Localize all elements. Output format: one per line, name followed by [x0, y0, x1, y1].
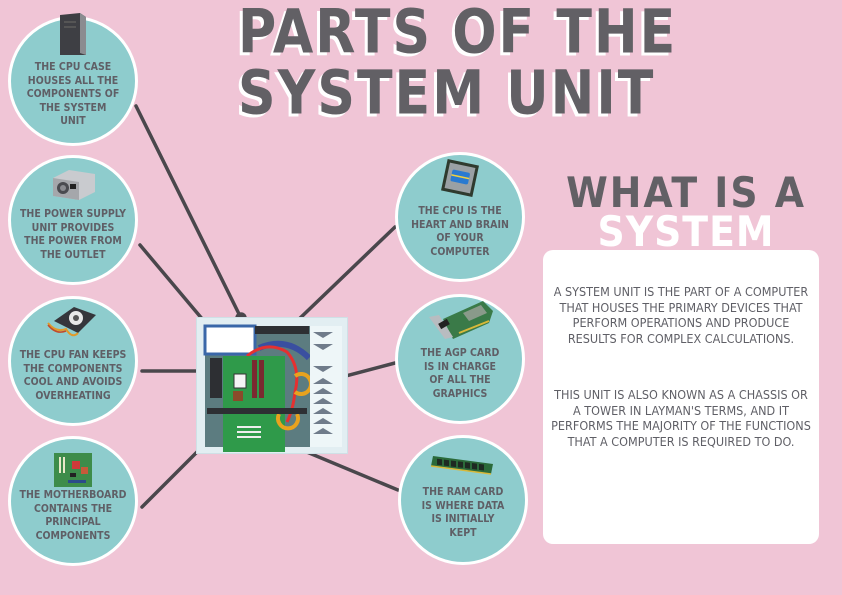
part-circle-cpu-fan: THE CPU FAN KEEPS THE COMPONENTS COOL AN… [8, 296, 138, 426]
part-circle-motherboard: THE MOTHERBOARD CONTAINS THE PRINCIPAL C… [8, 436, 138, 566]
part-caption-line: OF ALL THE [429, 374, 491, 386]
connector-cpu-case [134, 104, 243, 320]
part-caption-line: OF YOUR [436, 232, 484, 244]
page-title-line-2: SYSTEM UNIT [238, 56, 656, 129]
cpu-chip-icon [440, 159, 480, 201]
part-caption-line: THE AGP CARD [420, 347, 500, 359]
definition-paragraph-2: THIS UNIT IS ALSO KNOWN AS A CHASSIS OR … [551, 387, 811, 449]
part-caption-line: KEPT [449, 526, 477, 539]
part-caption-line: OVERHEATING [35, 389, 111, 402]
cpu-fan-icon [46, 303, 100, 347]
ram-stick-icon [430, 454, 495, 480]
part-caption-line: IS IN CHARGE [424, 360, 496, 373]
part-caption-line: UNIT [60, 115, 86, 127]
open-system-unit-illustration [196, 317, 348, 454]
part-caption-line: THE POWER FROM [24, 235, 122, 247]
part-caption-line: THE RAM CARD [422, 486, 504, 498]
graphics-card-icon [425, 299, 495, 347]
part-caption-line: THE CPU IS THE [418, 205, 502, 217]
part-caption-line: THE COMPONENTS [23, 362, 123, 375]
part-caption-line: IS WHERE DATA [421, 499, 505, 512]
page-title: PARTS OF THE SYSTEM UNIT [238, 1, 677, 123]
part-caption-line: THE OUTLET [40, 248, 106, 261]
part-caption-line: HOUSES ALL THE [27, 74, 119, 87]
what-is-heading-line-1: WHAT IS A [566, 168, 806, 217]
part-caption-line: THE POWER SUPPLY [19, 208, 127, 220]
definition-card: A SYSTEM UNIT IS THE PART OF A COMPUTER … [543, 250, 819, 544]
part-caption-line: THE CPU FAN KEEPS [19, 349, 127, 361]
tower-case-icon [56, 13, 90, 59]
part-caption-line: THE SYSTEM [39, 101, 107, 114]
part-caption-line: GRAPHICS [432, 387, 488, 400]
part-caption-line: COMPONENTS OF [26, 88, 120, 100]
part-caption-line: COMPUTER [430, 245, 490, 258]
part-caption-line: HEART AND BRAIN [411, 218, 509, 231]
part-caption-line: IS INITIALLY [431, 513, 495, 525]
part-caption-line: THE CPU CASE [34, 61, 112, 73]
motherboard-icon [54, 453, 92, 491]
part-caption-line: COOL AND AVOIDS [23, 376, 123, 388]
part-caption-line: COMPONENTS [35, 529, 111, 542]
part-caption-line: CONTAINS THE [33, 502, 113, 515]
part-caption-line: THE MOTHERBOARD [19, 489, 127, 501]
part-circle-agp-card: THE AGP CARD IS IN CHARGE OF ALL THE GRA… [395, 294, 525, 424]
part-caption-line: UNIT PROVIDES [31, 221, 115, 234]
page-title-line-1: PARTS OF THE [238, 0, 678, 68]
part-caption-line: PRINCIPAL [45, 516, 101, 528]
definition-paragraph-1: A SYSTEM UNIT IS THE PART OF A COMPUTER … [553, 284, 809, 346]
part-circle-ram-card: THE RAM CARD IS WHERE DATA IS INITIALLY … [398, 435, 528, 565]
power-supply-icon [49, 168, 97, 206]
system-unit-interior-icon [203, 324, 342, 452]
part-circle-power-supply: THE POWER SUPPLY UNIT PROVIDES THE POWER… [8, 155, 138, 285]
part-circle-cpu-case: THE CPU CASE HOUSES ALL THE COMPONENTS O… [8, 13, 138, 146]
part-circle-cpu: THE CPU IS THE HEART AND BRAIN OF YOUR C… [395, 152, 525, 282]
